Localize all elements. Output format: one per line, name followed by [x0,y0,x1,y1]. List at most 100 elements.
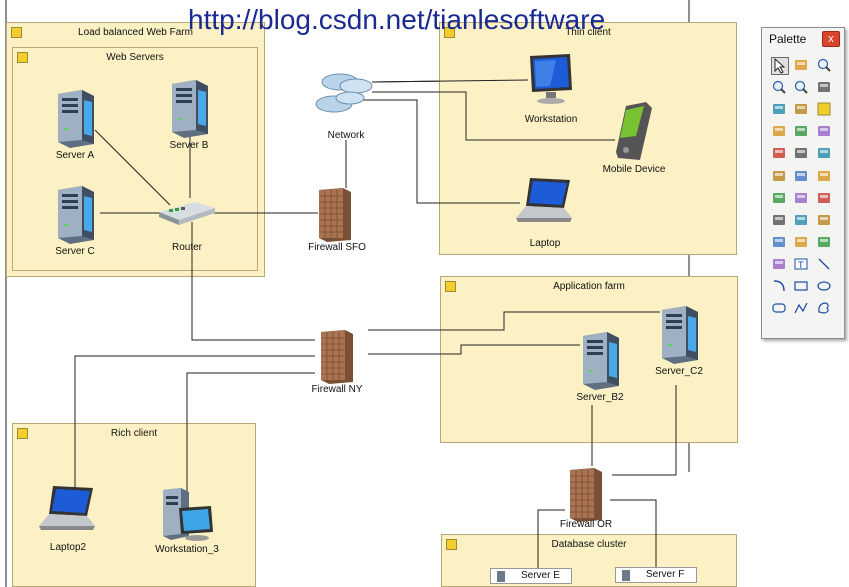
monitor-icon [530,54,572,104]
container-icon[interactable] [816,101,834,119]
rounded-rect-tool-glyph [772,303,786,313]
group-icon [444,27,455,38]
rounded-bar-tool-icon[interactable] [771,256,789,274]
polyline-tool-icon[interactable] [793,300,811,318]
node-label: Network [327,130,365,141]
ellipse-tool-glyph [817,281,831,291]
freeform-tool-icon[interactable] [816,300,834,318]
group-thin-client[interactable]: Thin client [439,22,737,255]
pan-hand-glyph [795,60,807,70]
document-tool-icon[interactable] [771,234,789,252]
screen-tool-icon[interactable] [793,212,811,230]
node-label: Server_B2 [576,392,624,403]
line-tool-icon[interactable] [816,256,834,274]
note-tool-icon[interactable] [793,234,811,252]
rectangle-tool-glyph [794,281,808,291]
group-icon [11,27,22,38]
tree-tool-icon[interactable] [816,234,834,252]
node-firewall-or[interactable]: Firewall OR [541,466,631,530]
node-label: Server E [521,570,560,581]
arc-tool-glyph [773,280,785,292]
node-server-e[interactable]: Server E [490,568,572,584]
node-server-c2[interactable]: Server_C2 [634,304,724,377]
group-title: Database cluster [551,539,627,550]
node-firewall-sfo[interactable]: Firewall SFO [290,186,380,253]
group-glyph [795,104,807,114]
rounded-bar-tool-glyph [773,259,785,269]
palette-window[interactable]: Palette x T [761,27,845,339]
node-label: Workstation [524,114,578,125]
puzzle-tool-icon[interactable] [816,190,834,208]
node-firewall-ny[interactable]: Firewall NY [292,328,382,395]
window-tool-icon[interactable] [771,190,789,208]
node-server-a[interactable]: Server A [30,88,120,161]
close-button[interactable]: x [822,31,840,47]
database-tool-glyph [795,193,807,203]
settings-tool-icon[interactable] [771,168,789,186]
zoom-rect-icon[interactable] [793,79,811,97]
node-label: Workstation_3 [155,544,219,555]
chart-tool-icon[interactable] [816,212,834,230]
server-tool-icon[interactable] [771,145,789,163]
group-icon [446,539,457,550]
computer-tool-icon[interactable] [793,145,811,163]
hub-icon[interactable] [793,123,811,141]
network-tool-icon[interactable] [816,168,834,186]
node-mobile-device[interactable]: Mobile Device [589,100,679,175]
node-server-b[interactable]: Server B [144,78,234,151]
line-tool-glyph [818,258,830,270]
form-tool-icon[interactable] [771,212,789,230]
form-tool-glyph [773,215,785,225]
node-label: Server A [55,150,95,161]
group-title: Thin client [565,27,611,38]
database-tool-icon[interactable] [793,190,811,208]
group-web-servers[interactable]: Web Servers [12,47,258,271]
watermark-url: http://blog.csdn.net/tianlesoftware [188,4,606,35]
server-icon [622,570,630,581]
text-tool-icon[interactable]: T [793,256,811,274]
pointer-icon[interactable] [771,57,789,75]
gear-tool-icon[interactable] [793,168,811,186]
zoom-out-icon[interactable] [771,79,789,97]
node-workstation[interactable]: Workstation [506,52,596,125]
zoom-rect-glyph [794,80,808,94]
node-server-c[interactable]: Server C [30,184,120,257]
group-title: Application farm [553,281,625,292]
node-label: Server F [646,569,685,580]
building-icon[interactable] [771,123,789,141]
text-tool-glyph: T [794,258,808,271]
rectangle-tool-icon[interactable] [793,278,811,296]
ellipse-tool-icon[interactable] [816,278,834,296]
group-title: Load balanced Web Farm [78,27,193,38]
group-icon[interactable] [793,101,811,119]
node-label: Router [171,242,202,253]
server-icon [583,332,619,390]
node-network[interactable]: Network [301,70,391,141]
zoom-in-icon[interactable] [816,57,834,75]
freeform-tool-glyph [818,302,829,314]
pan-hand-icon[interactable] [793,57,811,75]
mobile-device-icon [616,102,652,160]
node-workstation-3[interactable]: Workstation_3 [142,486,232,555]
document-tool-glyph [773,237,785,247]
cut-icon[interactable] [771,101,789,119]
zoom-fit-icon[interactable] [816,79,834,97]
mobile-tool-icon[interactable] [816,145,834,163]
polyline-tool-glyph [794,302,808,314]
laptop-icon [39,486,95,530]
network-tool-glyph [818,171,830,181]
arc-tool-icon[interactable] [771,278,789,296]
group-icon [17,52,28,63]
node-router[interactable]: Router [142,198,232,253]
radiation-icon[interactable] [816,123,834,141]
radiation-glyph [818,126,830,136]
node-laptop[interactable]: Laptop [500,176,590,249]
node-laptop2[interactable]: Laptop2 [23,484,113,553]
mobile-tool-glyph [818,148,830,158]
node-server-b2[interactable]: Server_B2 [555,330,645,403]
group-title: Rich client [110,428,158,439]
rounded-rect-tool-icon[interactable] [771,300,789,318]
node-server-f[interactable]: Server F [615,567,697,583]
zoom-fit-glyph [818,82,830,92]
